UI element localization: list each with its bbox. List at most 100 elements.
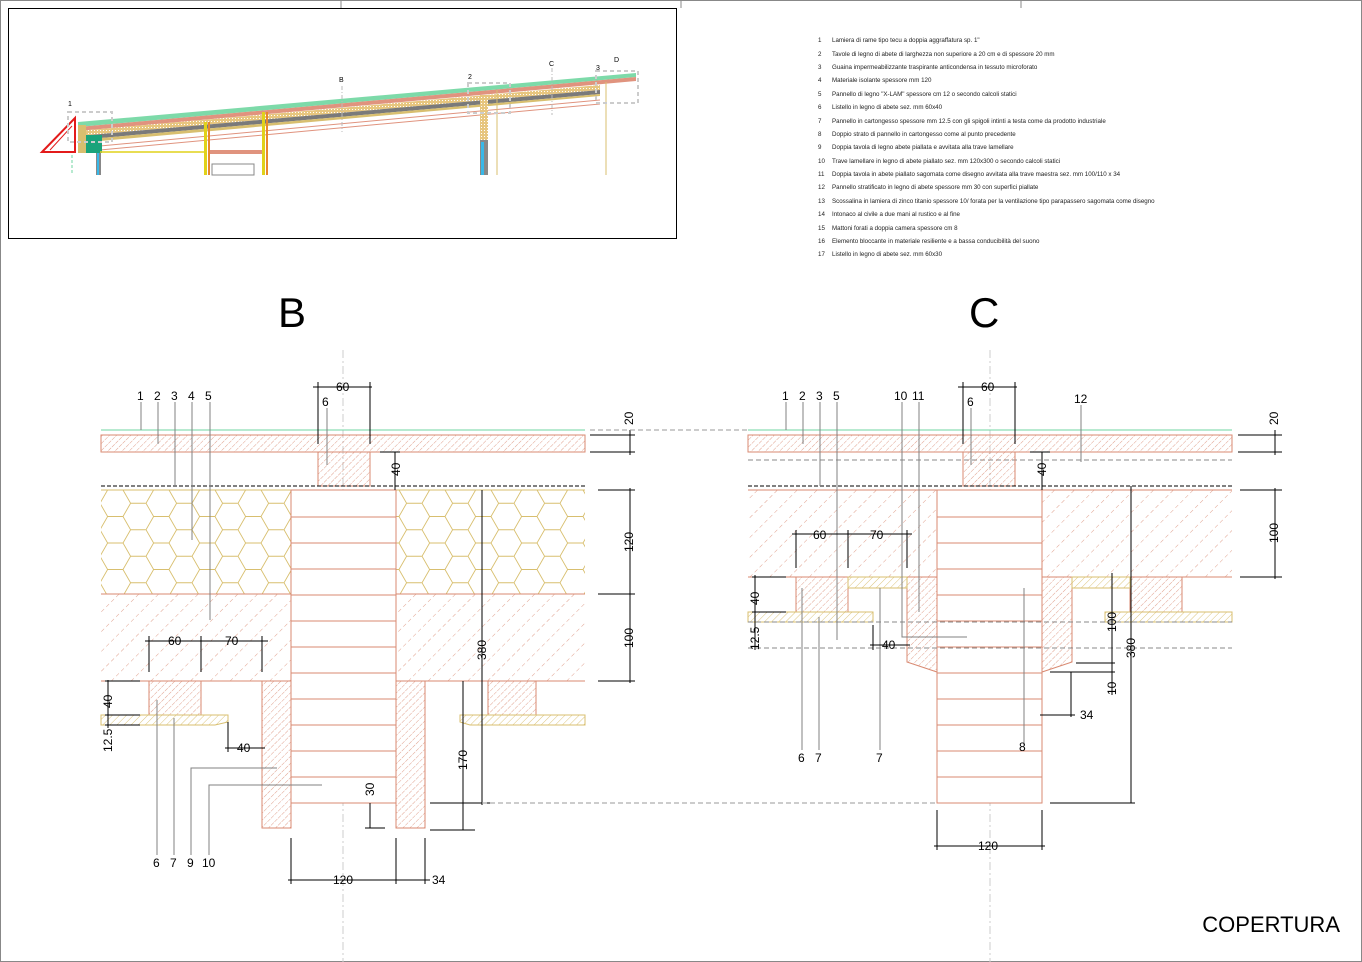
dim-left-70: 70 — [225, 634, 239, 648]
listello-b-left — [148, 680, 202, 716]
dim-lower: 170 — [456, 750, 470, 770]
legend-number: 5 — [818, 90, 822, 98]
dim-copper: 20 — [622, 411, 636, 425]
overview-label: D — [614, 57, 619, 64]
legend-number: 1 — [818, 37, 822, 45]
legend-number: 11 — [818, 171, 825, 179]
insulation-b-left — [101, 490, 291, 594]
legend-number: 6 — [818, 104, 822, 112]
callout-7: 7 — [876, 751, 883, 765]
dim-beam-width: 120 — [978, 839, 998, 853]
callout-6: 6 — [798, 751, 805, 765]
legend: 1 Lamiera di rame tipo tecu a doppia aggr… — [818, 34, 1338, 262]
overview-label: 1 — [68, 101, 72, 108]
dim-gap: 30 — [363, 782, 377, 796]
dim-total: 380 — [1124, 638, 1138, 658]
callout-12: 12 — [1074, 392, 1088, 406]
dim-beam-width: 120 — [333, 873, 353, 887]
callout-6: 6 — [322, 395, 329, 409]
dim-copper: 20 — [1267, 411, 1281, 425]
dim-left-12-5: 12.5 — [101, 728, 115, 752]
dim-board-width: 34 — [1080, 708, 1094, 722]
batten-c — [962, 451, 1016, 487]
legend-number: 9 — [818, 144, 822, 152]
gypsum-b-right — [459, 714, 586, 726]
side-board-c-left — [906, 576, 938, 673]
dim-left-12-5: 12.5 — [748, 626, 762, 650]
gypsum-c-infill-right — [1071, 576, 1131, 589]
legend-text: Elemento bloccante in materiale resilien… — [832, 238, 1040, 246]
side-board-c-right — [1041, 576, 1073, 673]
legend-item: 4 Materiale isolante spessore mm 120 — [818, 74, 1338, 87]
legend-number: 14 — [818, 211, 825, 219]
legend-number: 17 — [818, 251, 825, 259]
dim-insulation: 120 — [622, 532, 636, 552]
legend-text: Listello in legno di abete sez. mm 60x40 — [832, 104, 943, 112]
side-board-b-left — [261, 680, 292, 829]
legend-text: Doppia tavola di legno abete piallata e … — [832, 144, 1014, 152]
dim-ten: 10 — [1105, 681, 1119, 695]
dim-inner: 100 — [1105, 612, 1119, 632]
legend-number: 15 — [818, 224, 825, 232]
legend-text: Pannello di legno "X-LAM" spessore cm 12… — [832, 90, 1017, 98]
legend-text: Materiale isolante spessore mm 120 — [832, 77, 932, 85]
legend-text: Lamiera di rame tipo tecu a doppia aggra… — [832, 37, 980, 45]
section-b: 1 2 3 4 5 6 6 7 9 10 — [100, 380, 1040, 887]
callout-3: 3 — [171, 389, 178, 403]
callout-4: 4 — [188, 389, 195, 403]
legend-item: 11 Doppia tavola in abete piallato sagoma… — [818, 168, 1338, 181]
gypsum-c-infill-left — [847, 576, 908, 589]
legend-number: 10 — [818, 157, 825, 165]
legend-text: Listello in legno di abete sez. mm 60x30 — [832, 251, 943, 259]
legend-item: 9 Doppia tavola di legno abete piallata e… — [818, 141, 1338, 154]
callout-1: 1 — [137, 389, 144, 403]
legend-text: Guaina impermeabilizzante traspirante an… — [832, 63, 1038, 71]
dim-left-60: 60 — [813, 528, 827, 542]
batten-b — [317, 451, 371, 487]
section-label-c: C — [969, 289, 1000, 336]
callout-5: 5 — [833, 389, 840, 403]
dim-batten: 40 — [389, 462, 403, 476]
listello-b-right — [487, 680, 537, 716]
legend-number: 7 — [818, 117, 822, 125]
legend-number: 4 — [818, 77, 822, 85]
dim-xlam: 100 — [1267, 523, 1281, 543]
overview-label: 2 — [468, 74, 472, 81]
side-board-b-right — [395, 680, 426, 829]
dim-mid-40: 40 — [882, 638, 896, 652]
dim-left-40: 40 — [748, 591, 762, 605]
overview-label: B — [339, 77, 344, 84]
boards-c — [747, 434, 1233, 453]
dim-xlam: 100 — [622, 628, 636, 648]
callout-7: 7 — [815, 751, 822, 765]
overview-label: 3 — [596, 65, 600, 72]
boards-b — [100, 434, 586, 453]
listello-c-left — [795, 576, 849, 613]
callout-1: 1 — [782, 389, 789, 403]
dim-left-70: 70 — [870, 528, 884, 542]
legend-text: Doppia tavola in abete piallato sagomata… — [832, 171, 1121, 179]
callout-10: 10 — [202, 856, 216, 870]
legend-item: 1 Lamiera di rame tipo tecu a doppia aggr… — [818, 34, 1338, 47]
legend-item: 10 Trave lamellare in legno di abete pial… — [818, 155, 1338, 168]
gypsum-b-left — [100, 714, 229, 726]
legend-item: 6 Listello in legno di abete sez. mm 60x4… — [818, 101, 1338, 114]
legend-text: Mattoni forati a doppia camera spessore … — [832, 224, 958, 232]
callout-2: 2 — [154, 389, 161, 403]
callout-8: 8 — [1019, 740, 1026, 754]
legend-number: 8 — [818, 130, 822, 138]
dim-board-width: 34 — [432, 873, 446, 887]
dim-listello-width: 60 — [336, 380, 350, 394]
legend-item: 5 Pannello di legno "X-LAM" spessore cm 1… — [818, 88, 1338, 101]
legend-text: Trave lamellare in legno di abete pialla… — [832, 157, 1061, 165]
dim-left-60: 60 — [168, 634, 182, 648]
legend-text: Tavole di legno di abete di larghezza no… — [832, 50, 1055, 58]
dim-batten: 40 — [1035, 462, 1049, 476]
